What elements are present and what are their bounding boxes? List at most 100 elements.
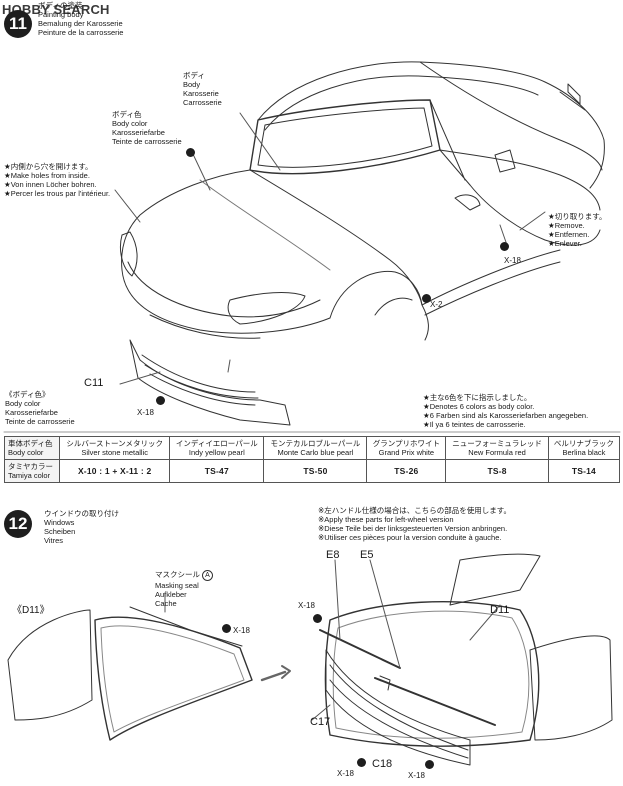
step-11-title-de: Bemalung der Karosserie bbox=[38, 19, 123, 28]
body-label-en: Body bbox=[183, 80, 201, 89]
mask-seal-label-en: Masking seal bbox=[155, 581, 199, 590]
step-11-title-en: Painting body bbox=[38, 10, 84, 19]
drill-marker-icon bbox=[422, 294, 431, 303]
step-12-title-fr: Vitres bbox=[44, 536, 64, 545]
paint-code-cell: TS-26 bbox=[366, 459, 447, 483]
row-label-en: Body color bbox=[8, 448, 44, 457]
paint-code-cell: TS-47 bbox=[169, 459, 265, 483]
lhd-note-en: ※Apply these parts for left-wheel versio… bbox=[318, 515, 454, 524]
part-c11: C11 bbox=[84, 377, 104, 389]
part-d11-left: 《D11》 bbox=[12, 605, 50, 616]
part-x18-bottom-left: X-18 bbox=[337, 769, 354, 778]
body-label-de: Karosserie bbox=[183, 89, 219, 98]
step-12-title-de: Scheiben bbox=[44, 527, 76, 536]
colors-note-jp: ★主な6色を下に指示しました。 bbox=[423, 393, 532, 402]
holes-note-de: ★Von innen Löcher bohren. bbox=[4, 180, 97, 189]
holes-note-jp: ★内側から穴を開けます。 bbox=[4, 162, 93, 171]
step-12-number: 12 bbox=[4, 510, 32, 538]
table-row-label: タミヤカラー Tamiya color bbox=[3, 459, 61, 483]
body-label-jp: ボディ bbox=[183, 71, 205, 80]
step-11-title-fr: Peinture de la carrosserie bbox=[38, 28, 124, 37]
color-name-en: Monte Carlo blue pearl bbox=[277, 448, 354, 457]
part-e8: E8 bbox=[326, 549, 340, 561]
body-label: ボディ Body Karosserie Carrosserie bbox=[183, 71, 222, 107]
body-color-section-fr: Teinte de carrosserie bbox=[5, 417, 75, 426]
part-x18-side: X-18 bbox=[504, 256, 521, 265]
lhd-note-jp: ※左ハンドル仕様の場合は、こちらの部品を使用します。 bbox=[318, 506, 512, 515]
table-row: タミヤカラー Tamiya color X-10 : 1 + X-11 : 2 … bbox=[3, 459, 621, 483]
body-label-fr: Carrosserie bbox=[183, 98, 222, 107]
part-e5: E5 bbox=[360, 549, 374, 561]
body-color-section-de: Karosseriefarbe bbox=[5, 408, 58, 417]
drill-marker-icon bbox=[425, 760, 434, 769]
color-name-en: Grand Prix white bbox=[378, 448, 435, 457]
body-color-label-en: Body color bbox=[112, 119, 148, 128]
drill-marker-icon bbox=[156, 396, 165, 405]
paint-code-cell: TS-8 bbox=[445, 459, 549, 483]
body-color-section-jp: 《ボディ色》 bbox=[5, 390, 50, 399]
body-color-label-de: Karosseriefarbe bbox=[112, 128, 165, 137]
color-name-jp: シルバーストーンメタリック bbox=[66, 439, 163, 448]
step-12-title: ウインドウの取り付け Windows Scheiben Vitres bbox=[44, 509, 119, 545]
row-label-jp: 車体ボディ色 bbox=[8, 439, 53, 448]
part-x2: X-2 bbox=[430, 300, 443, 309]
part-d11: D11 bbox=[490, 604, 510, 616]
drill-marker-icon bbox=[222, 624, 231, 633]
color-name-jp: ベルリナブラック bbox=[553, 439, 614, 448]
color-name-jp: グランプリホワイト bbox=[372, 439, 440, 448]
color-name-en: Berlina black bbox=[562, 448, 606, 457]
holes-note-fr: ★Percer les trous par l'intérieur. bbox=[4, 189, 111, 198]
color-name-en: New Formula red bbox=[468, 448, 526, 457]
remove-note-jp: ★切り取ります。 bbox=[548, 212, 607, 221]
mask-seal-label-fr: Cache bbox=[155, 599, 177, 608]
color-name-jp: ニューフォーミュラレッド bbox=[452, 439, 542, 448]
step-12-title-en: Windows bbox=[44, 518, 75, 527]
part-c18: C18 bbox=[372, 758, 393, 770]
body-color-label: ボディ色 Body color Karosseriefarbe Teinte d… bbox=[112, 110, 182, 146]
drill-marker-icon bbox=[357, 758, 366, 767]
remove-note-de: ★Entfernen. bbox=[548, 230, 590, 239]
table-row-label: 車体ボディ色 Body color bbox=[3, 436, 61, 460]
step-12-title-jp: ウインドウの取り付け bbox=[44, 509, 119, 518]
lhd-note: ※左ハンドル仕様の場合は、こちらの部品を使用します。 ※Apply these … bbox=[318, 506, 511, 542]
drill-marker-icon bbox=[500, 242, 509, 251]
window-drawing-left bbox=[7, 593, 291, 741]
lhd-note-de: ※Diese Teile bei der linksgesteuerten Ve… bbox=[318, 524, 508, 533]
color-name-en: Indy yellow pearl bbox=[188, 448, 245, 457]
colors-note-en: ★Denotes 6 colors as body color. bbox=[423, 402, 535, 411]
holes-note-en: ★Make holes from inside. bbox=[4, 171, 90, 180]
paint-code-cell: TS-50 bbox=[263, 459, 368, 483]
part-c17: C17 bbox=[310, 716, 331, 728]
part-x18-top: X-18 bbox=[298, 601, 315, 610]
mask-tag-icon: A bbox=[202, 570, 213, 581]
body-color-section-en: Body color bbox=[5, 399, 41, 408]
remove-note-en: ★Remove. bbox=[548, 221, 585, 230]
part-x18-window: X-18 bbox=[233, 626, 250, 635]
paint-label-jp: タミヤカラー bbox=[8, 462, 53, 471]
step-11-number: 11 bbox=[4, 10, 32, 38]
window-drawing-right bbox=[311, 553, 613, 766]
paint-marker-icon bbox=[186, 148, 195, 157]
step-11-title-jp: ボディの塗装 bbox=[38, 1, 83, 10]
part-x18-lip: X-18 bbox=[137, 408, 154, 417]
remove-note: ★切り取ります。 ★Remove. ★Entfernen. ★Enlever. bbox=[548, 212, 606, 248]
body-color-label-jp: ボディ色 bbox=[112, 110, 142, 119]
color-name-jp: モンテカルロブルーパール bbox=[270, 439, 361, 448]
color-name-en: Silver stone metallic bbox=[81, 448, 149, 457]
colors-note-fr: ★Il ya 6 teintes de carrosserie. bbox=[423, 420, 526, 429]
colors-note-de: ★6 Farben sind als Karosseriefarben ange… bbox=[423, 411, 589, 420]
remove-note-fr: ★Enlever. bbox=[548, 239, 582, 248]
drill-marker-icon bbox=[313, 614, 322, 623]
color-name-jp: インディイエローパール bbox=[175, 439, 258, 448]
part-x18-bottom-right: X-18 bbox=[408, 771, 425, 780]
paint-code-cell: X-10 : 1 + X-11 : 2 bbox=[59, 459, 171, 483]
